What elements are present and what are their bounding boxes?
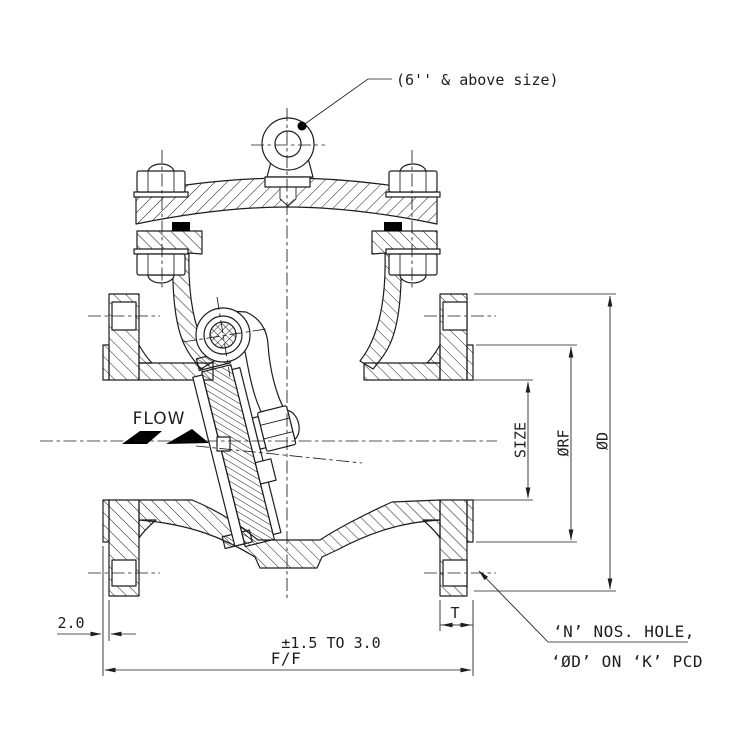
body-bottom-wall xyxy=(138,499,441,569)
pin-centerline xyxy=(182,328,267,343)
dimensions: SIZE ØRF ØD T 2.0 ±1.5 TO 3.0 F/F xyxy=(57,293,616,676)
bonnet-gasket-right xyxy=(384,222,402,231)
disc-assembly xyxy=(192,350,300,550)
hole-note: ‘N’ NOS. HOLE, ‘ØD’ ON ‘K’ PCD xyxy=(478,570,703,671)
flow-arrow-icon xyxy=(166,429,209,444)
ff-dimension-label: F/F xyxy=(271,649,301,668)
rf-dimension-label: ØRF xyxy=(555,429,573,456)
eye-bolt-note-text: (6'' & above size) xyxy=(396,71,559,89)
hinge-pin xyxy=(195,307,251,363)
eye-bolt-note: (6'' & above size) xyxy=(301,71,559,127)
centerlines xyxy=(40,108,497,601)
stud-thread-point xyxy=(279,198,297,207)
neck-wall-right xyxy=(359,252,402,370)
leader-line xyxy=(478,570,688,643)
bonnet-stud-right xyxy=(385,163,441,284)
hole-note-line2: ‘ØD’ ON ‘K’ PCD xyxy=(551,652,703,671)
pin-centerline xyxy=(216,296,231,378)
disc-nut xyxy=(257,405,297,452)
outlet-flange xyxy=(422,293,474,597)
disc-step xyxy=(254,458,277,485)
disc-bolt-centerline xyxy=(195,445,363,464)
bonnet-gasket-left xyxy=(172,222,190,231)
flow-label: FLOW xyxy=(133,409,186,429)
flow-direction: FLOW xyxy=(122,409,209,444)
size-dimension-label: SIZE xyxy=(512,422,530,458)
lifting-eye-bolt xyxy=(261,117,315,188)
inlet-flange xyxy=(102,293,157,597)
pipe-wall-top-right xyxy=(363,362,441,381)
rf-height-label: 2.0 xyxy=(57,614,84,632)
disc-center-marker xyxy=(216,436,231,452)
t-dimension-label: T xyxy=(450,604,459,622)
flow-arrow-icon xyxy=(122,431,162,444)
hole-note-line1: ‘N’ NOS. HOLE, xyxy=(553,622,695,641)
od-dimension-label: ØD xyxy=(594,432,612,450)
bonnet-stud-left xyxy=(133,163,189,284)
leader-line xyxy=(301,78,392,127)
ff-tolerance-label: ±1.5 TO 3.0 xyxy=(281,634,380,652)
